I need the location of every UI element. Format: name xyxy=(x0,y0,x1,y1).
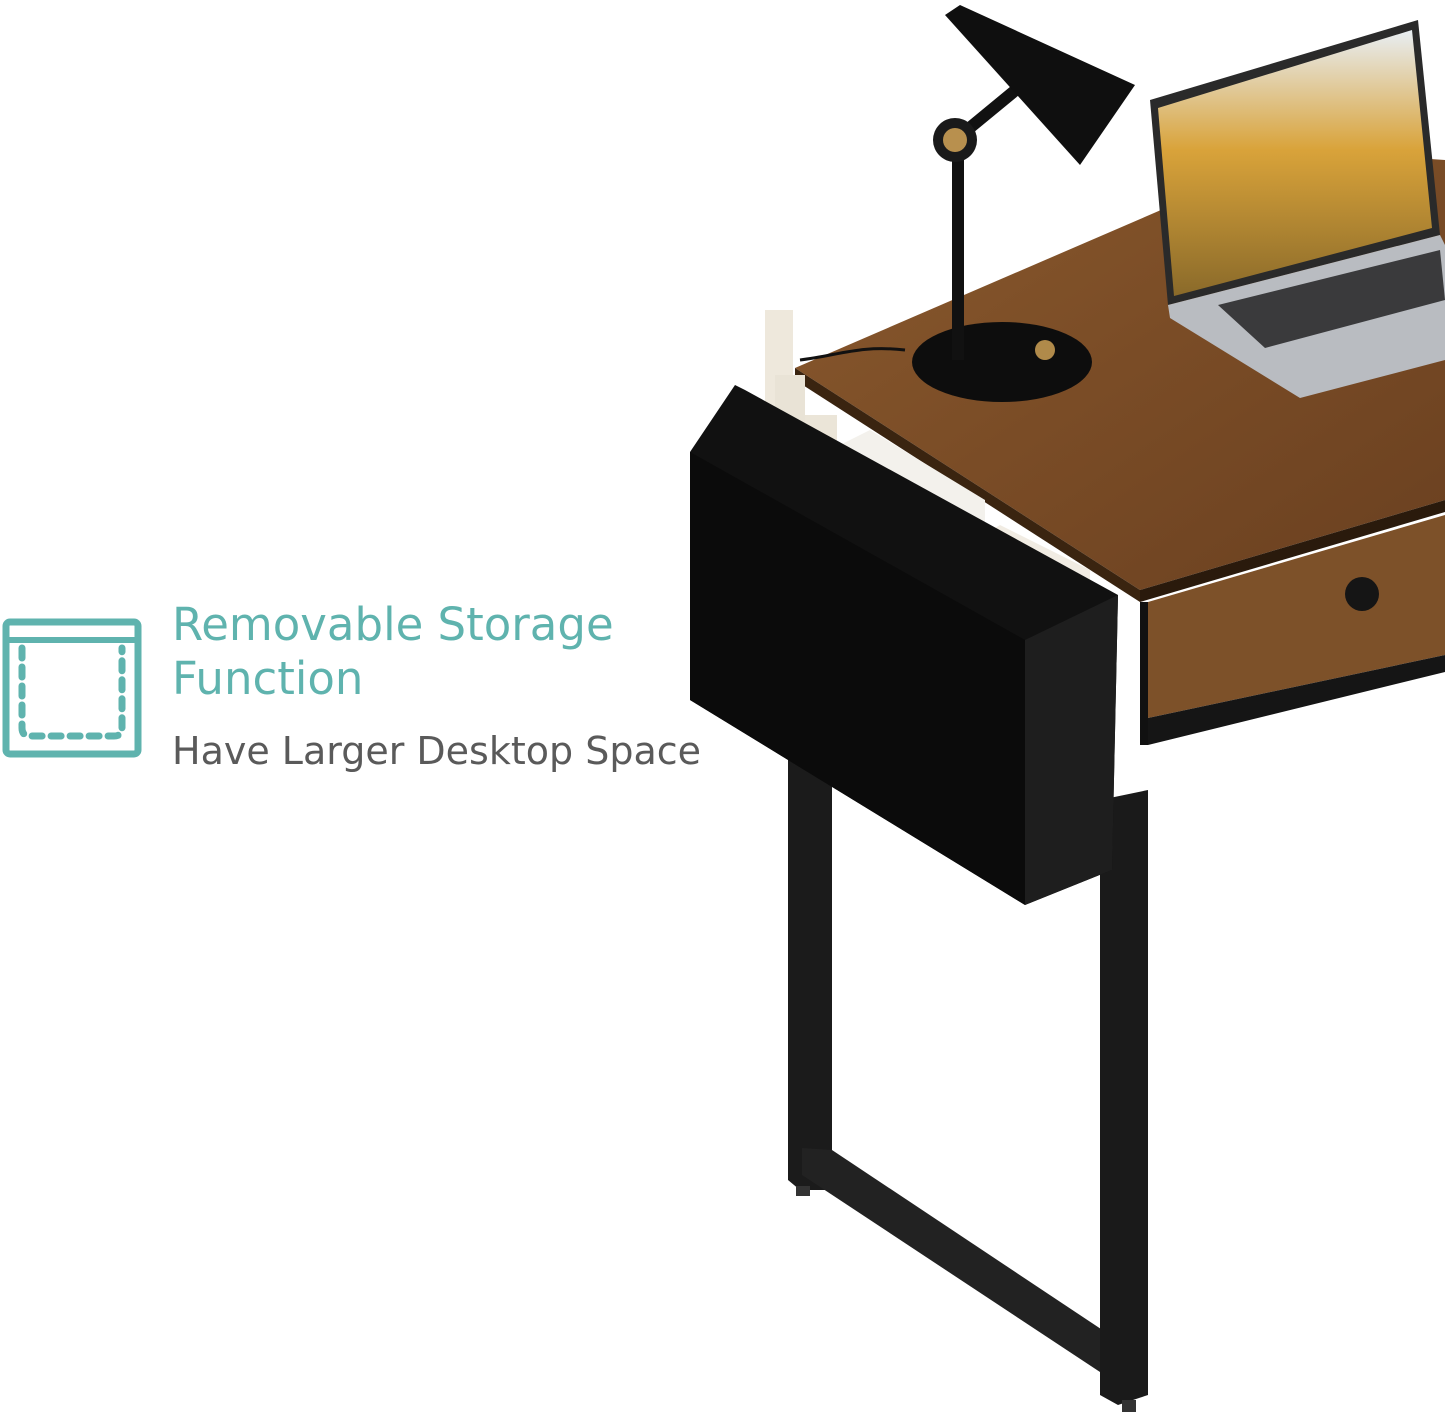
storage-bag xyxy=(690,310,1118,905)
desk-lamp xyxy=(799,5,1135,402)
laptop xyxy=(1150,20,1445,398)
feature-title-line2: Function xyxy=(172,652,364,705)
desk-frame xyxy=(788,740,1148,1412)
drawer-front xyxy=(1148,515,1445,718)
feature-subtitle: Have Larger Desktop Space xyxy=(172,729,702,773)
drawer-knob xyxy=(1345,577,1379,611)
feature-title-line1: Removable Storage xyxy=(172,598,614,651)
feature-title: Removable Storage Function xyxy=(172,598,614,706)
storage-bag-icon xyxy=(2,618,142,758)
